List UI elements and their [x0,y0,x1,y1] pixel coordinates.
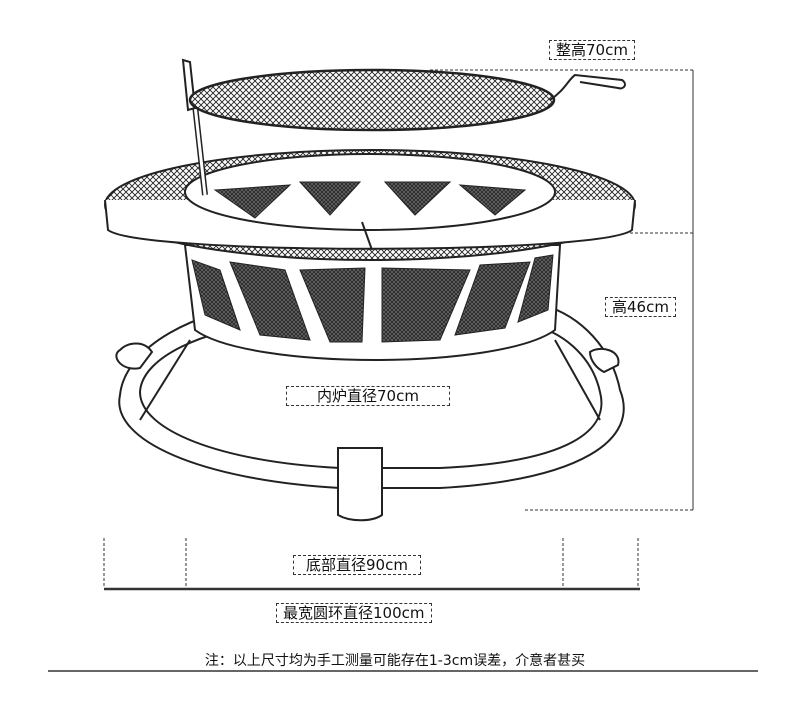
base-diameter-label: 底部直径90cm [293,555,421,575]
height-label: 高46cm [605,297,676,317]
measurement-note: 注：以上尺寸均为手工测量可能存在1-3cm误差，介意者甚买 [204,653,586,669]
widest-ring-label: 最宽圆环直径100cm [276,603,432,623]
inner-diameter-label: 内炉直径70cm [286,386,450,406]
barrel [183,244,562,361]
cooking-grate [181,58,626,196]
total-height-label: 整高70cm [549,40,635,60]
top-ring [104,149,636,261]
